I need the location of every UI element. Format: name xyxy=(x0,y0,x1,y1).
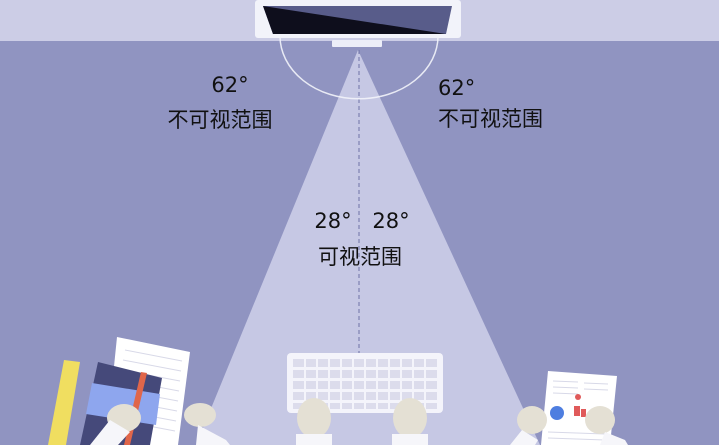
visible-range-caption: 可视范围 xyxy=(318,245,402,269)
right-angle-label: 62° xyxy=(438,76,476,100)
center-right-angle-label: 28° xyxy=(372,209,410,233)
visible-cone xyxy=(196,50,540,445)
right-invisible-caption: 不可视范围 xyxy=(438,107,543,131)
left-invisible-caption: 不可视范围 xyxy=(167,108,273,132)
left-angle-label: 62° xyxy=(211,73,249,97)
monitor xyxy=(255,0,461,47)
left-desk-items xyxy=(48,337,230,445)
center-left-angle-label: 28° xyxy=(314,209,352,233)
keyboard-and-hands xyxy=(287,353,443,445)
right-desk-items xyxy=(510,371,628,445)
angle-arc xyxy=(279,35,439,100)
